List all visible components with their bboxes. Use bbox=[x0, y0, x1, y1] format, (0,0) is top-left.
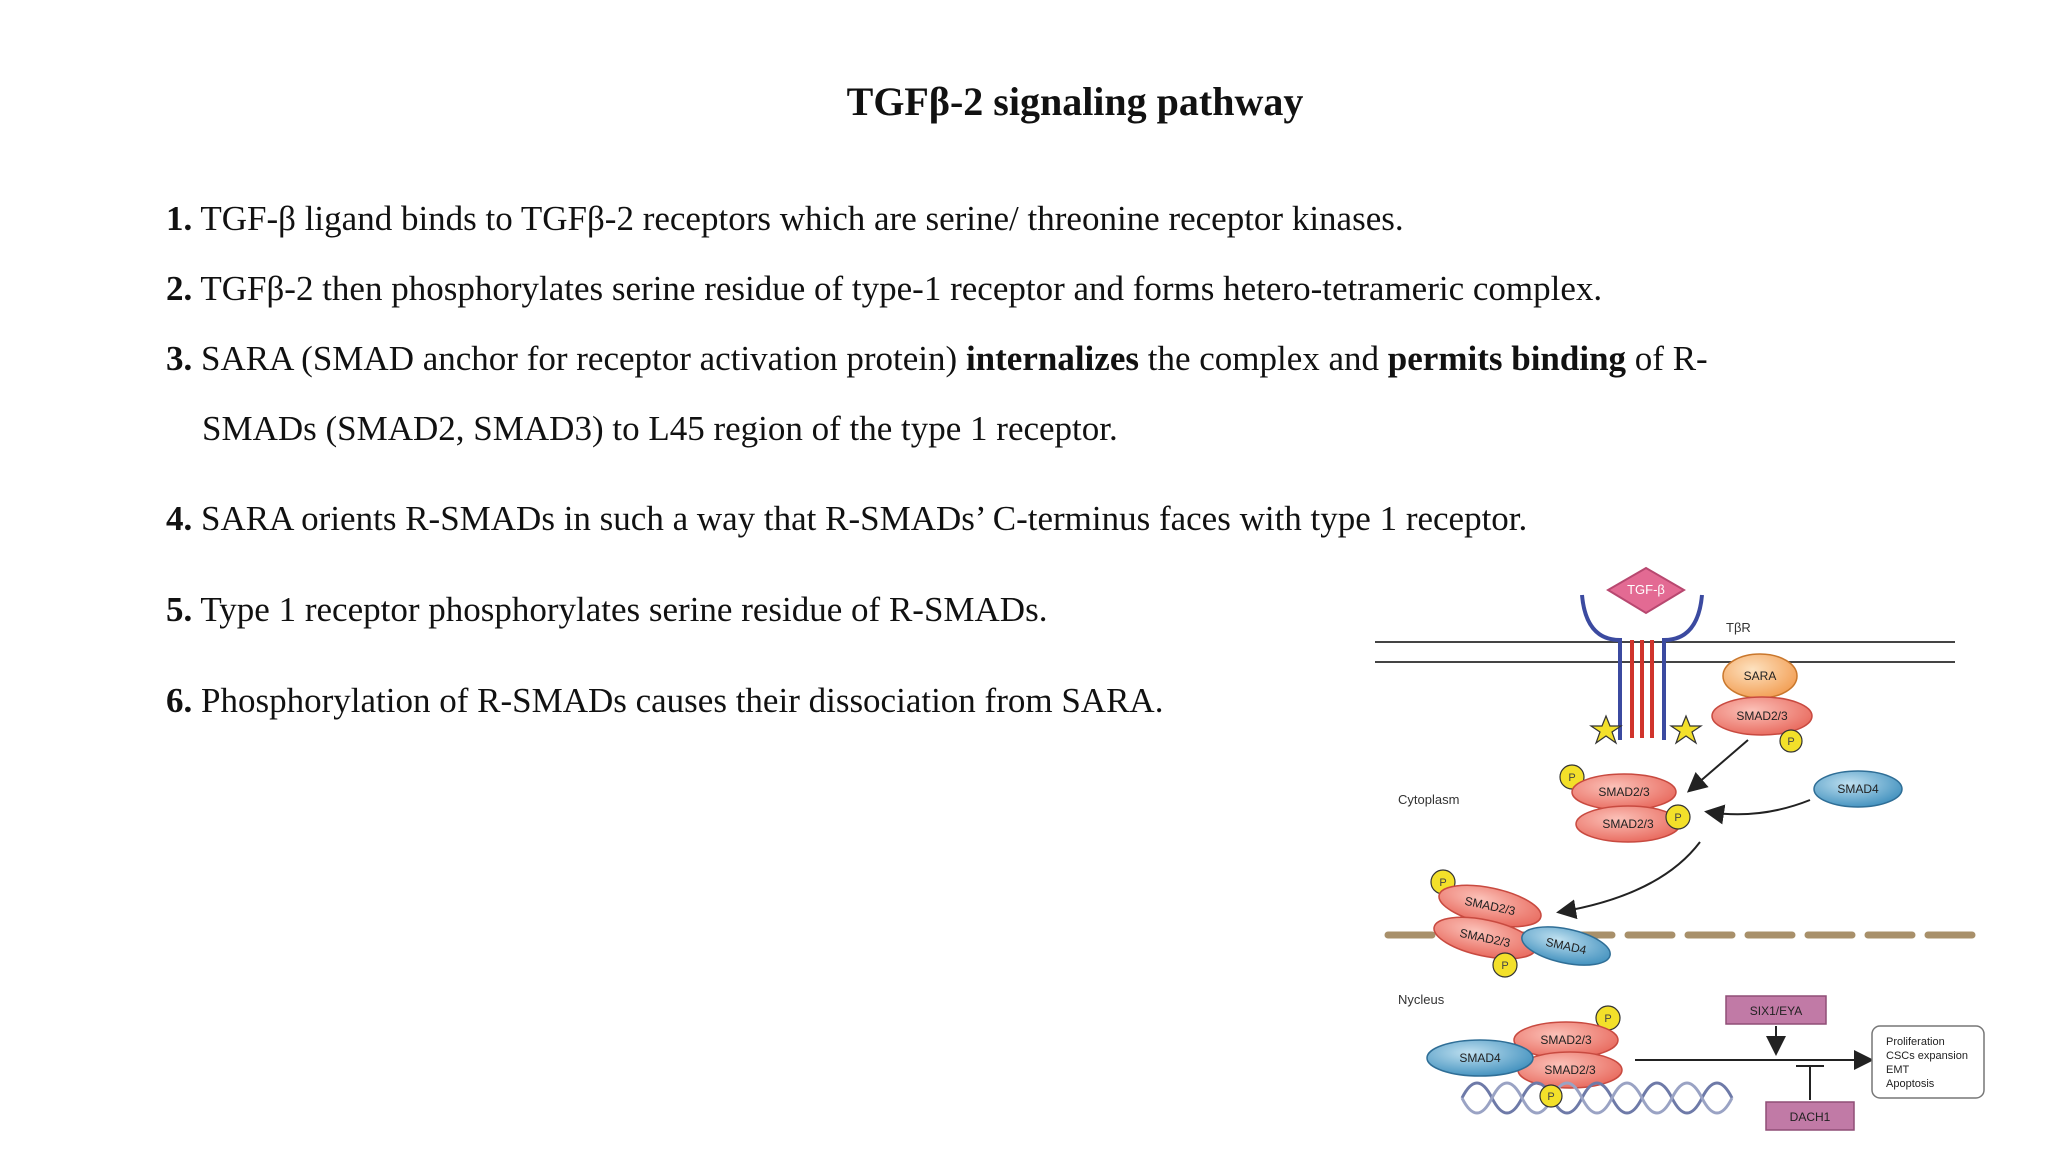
smad23-label: SMAD2/3 bbox=[1540, 1033, 1592, 1047]
outcome-item: CSCs expansion bbox=[1886, 1050, 1968, 1062]
arrow bbox=[1704, 799, 1811, 825]
phosphate-circle bbox=[1779, 729, 1803, 753]
smad4-protein bbox=[1426, 1039, 1534, 1077]
phosphate-label: P bbox=[1674, 812, 1681, 824]
phosphate-circle bbox=[1539, 1084, 1563, 1108]
cytoplasm-label: Cytoplasm bbox=[1398, 792, 1459, 807]
point-number: 3. bbox=[166, 339, 193, 378]
dna-helix bbox=[1460, 1081, 1734, 1115]
smad4-protein bbox=[1521, 926, 1611, 966]
dach1-label: DACH1 bbox=[1790, 1110, 1831, 1124]
phospho-star bbox=[1669, 714, 1703, 745]
tgfb-pathway-diagram: TβR TGF-β SARA SMAD2/3 P Cytoplasm P SMA… bbox=[1375, 566, 1985, 1131]
point-text: Phosphorylation of R-SMADs causes their … bbox=[201, 681, 1164, 720]
point-number: 1. bbox=[166, 199, 193, 238]
point-number: 5. bbox=[166, 590, 193, 629]
page-title: TGFβ-2 signaling pathway bbox=[846, 79, 1304, 124]
point-3: 3. SARA (SMAD anchor for receptor activa… bbox=[166, 339, 1708, 379]
outcomes-box bbox=[1871, 1025, 1985, 1099]
point-text: of R- bbox=[1626, 339, 1708, 378]
smad23-label: SMAD2/3 bbox=[1544, 1063, 1596, 1077]
smad4-label: SMAD4 bbox=[1459, 1051, 1501, 1065]
point-text: SARA (SMAD anchor for receptor activatio… bbox=[201, 339, 966, 378]
phosphate-label: P bbox=[1787, 736, 1794, 748]
outcome-item: EMT bbox=[1886, 1064, 1910, 1076]
phosphate-circle bbox=[1492, 952, 1518, 978]
point-3-continued: SMADs (SMAD2, SMAD3) to L45 region of th… bbox=[202, 409, 1118, 448]
phospho-star bbox=[1589, 714, 1623, 745]
point-2: 2. TGFβ-2 then phosphorylates serine res… bbox=[166, 269, 1602, 309]
receptor-label: TβR bbox=[1726, 620, 1751, 635]
smad23-protein bbox=[1711, 696, 1813, 736]
dach1-box bbox=[1765, 1101, 1855, 1131]
outcome-item: Apoptosis bbox=[1886, 1078, 1935, 1090]
smad4-protein bbox=[1813, 770, 1903, 808]
tgfb-receptor bbox=[1580, 594, 1704, 740]
point-number: 4. bbox=[166, 499, 193, 538]
smad4-label: SMAD4 bbox=[1837, 782, 1879, 796]
point-1: 1. TGF-β ligand binds to TGFβ-2 receptor… bbox=[166, 199, 1404, 239]
arrow bbox=[1556, 841, 1701, 920]
smad23-label: SMAD2/3 bbox=[1602, 817, 1654, 831]
point-text: TGF-β ligand binds to TGFβ-2 receptors w… bbox=[200, 199, 1404, 238]
smad23-label: SMAD2/3 bbox=[1598, 785, 1650, 799]
point-6: 6. Phosphorylation of R-SMADs causes the… bbox=[166, 681, 1163, 721]
point-text: the complex and bbox=[1138, 339, 1388, 378]
sara-label: SARA bbox=[1744, 669, 1777, 683]
arrow bbox=[1686, 739, 1749, 793]
phosphate-label: P bbox=[1568, 772, 1575, 784]
nucleus-label: Nycleus bbox=[1398, 992, 1445, 1007]
point-5: 5. Type 1 receptor phosphorylates serine… bbox=[166, 590, 1047, 630]
smad23-label: SMAD2/3 bbox=[1736, 709, 1788, 723]
point-number: 6. bbox=[166, 681, 193, 720]
emphasis-permits-binding: permits binding bbox=[1387, 339, 1627, 378]
tgfb-ligand bbox=[1606, 566, 1686, 615]
point-number: 2. bbox=[166, 269, 193, 308]
phosphate-label: P bbox=[1501, 960, 1508, 972]
phosphate-label: P bbox=[1439, 877, 1446, 889]
point-text: SARA orients R-SMADs in such a way that … bbox=[201, 499, 1528, 538]
point-4: 4. SARA orients R-SMADs in such a way th… bbox=[166, 499, 1527, 539]
six1-eya-box bbox=[1725, 995, 1827, 1025]
phosphate-label: P bbox=[1604, 1013, 1611, 1025]
point-text: Type 1 receptor phosphorylates serine re… bbox=[200, 590, 1048, 629]
emphasis-internalizes: internalizes bbox=[965, 339, 1139, 378]
ligand-label: TGF-β bbox=[1627, 582, 1665, 597]
phosphate-circle bbox=[1665, 804, 1691, 830]
phosphate-label: P bbox=[1547, 1091, 1554, 1103]
six1-eya-label: SIX1/EYA bbox=[1750, 1004, 1802, 1018]
outcome-item: Proliferation bbox=[1886, 1036, 1945, 1048]
point-text: TGFβ-2 then phosphorylates serine residu… bbox=[200, 269, 1603, 308]
